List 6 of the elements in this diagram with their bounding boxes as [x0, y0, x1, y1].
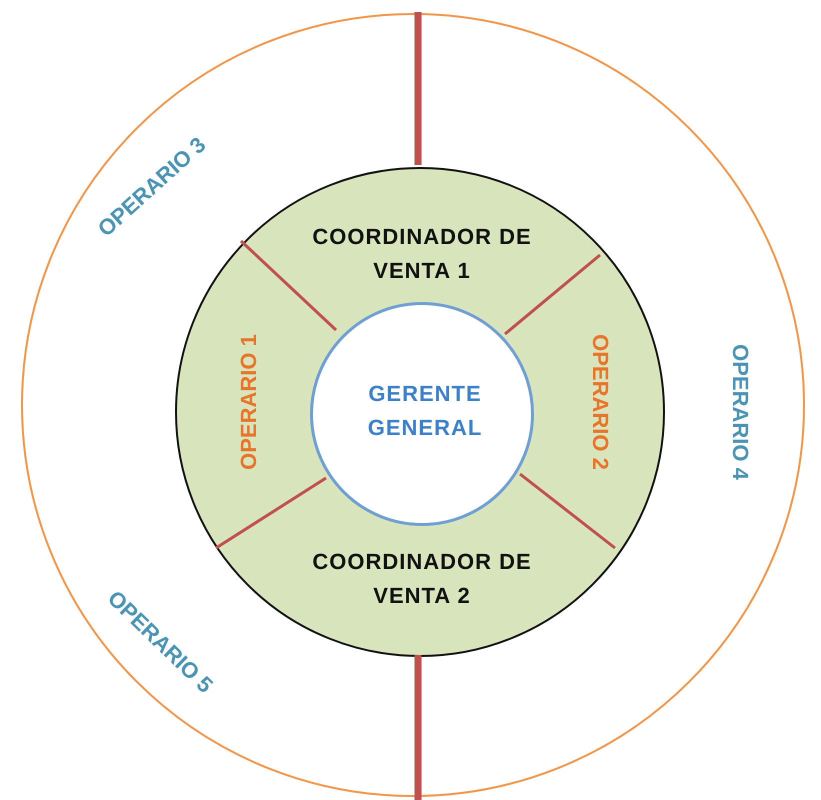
role-label: COORDINADOR DE VENTA 2 [311, 548, 533, 610]
rotated-role-label: OPERARIO 2 [587, 334, 613, 470]
rotated-role-label: OPERARIO 1 [236, 334, 262, 470]
role-label: COORDINADOR DE VENTA 1 [311, 223, 533, 285]
role-label: GERENTE GENERAL [366, 380, 484, 442]
rotated-role-label: OPERARIO 4 [727, 344, 753, 480]
